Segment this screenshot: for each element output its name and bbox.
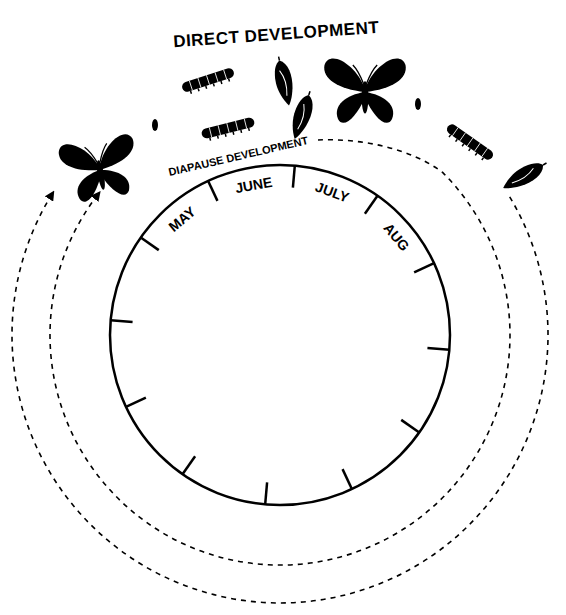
month-dial <box>110 165 450 505</box>
month-tick <box>208 181 217 201</box>
month-tick <box>414 263 434 272</box>
cycle-title: DIRECT DEVELOPMENT <box>172 18 379 49</box>
pupa <box>287 89 318 142</box>
month-tick <box>182 456 195 474</box>
egg <box>152 119 158 131</box>
month-tick <box>343 469 352 489</box>
month-tick <box>265 482 267 504</box>
pupa <box>271 55 297 107</box>
caterpillar <box>201 117 257 143</box>
pupa <box>499 156 551 195</box>
caterpillar <box>181 67 236 96</box>
caterpillar <box>443 122 495 164</box>
cycle-label: DIAPAUSE DEVELOPMENT <box>168 135 310 178</box>
direct-path <box>12 193 548 603</box>
butterfly-left <box>57 133 142 205</box>
month-tick <box>401 420 419 433</box>
month-tick <box>141 237 159 250</box>
month-tick <box>365 196 378 214</box>
month-tick <box>293 166 295 188</box>
month-label: MAY <box>166 204 198 234</box>
month-tick <box>427 348 449 350</box>
butterfly-right <box>324 58 406 122</box>
month-tick <box>111 320 133 322</box>
month-label: JUNE <box>234 175 273 195</box>
month-label: JULY <box>313 180 350 205</box>
egg <box>415 98 421 110</box>
month-label: AUG <box>381 221 412 254</box>
month-tick <box>126 398 146 407</box>
diapause-path <box>50 140 510 565</box>
